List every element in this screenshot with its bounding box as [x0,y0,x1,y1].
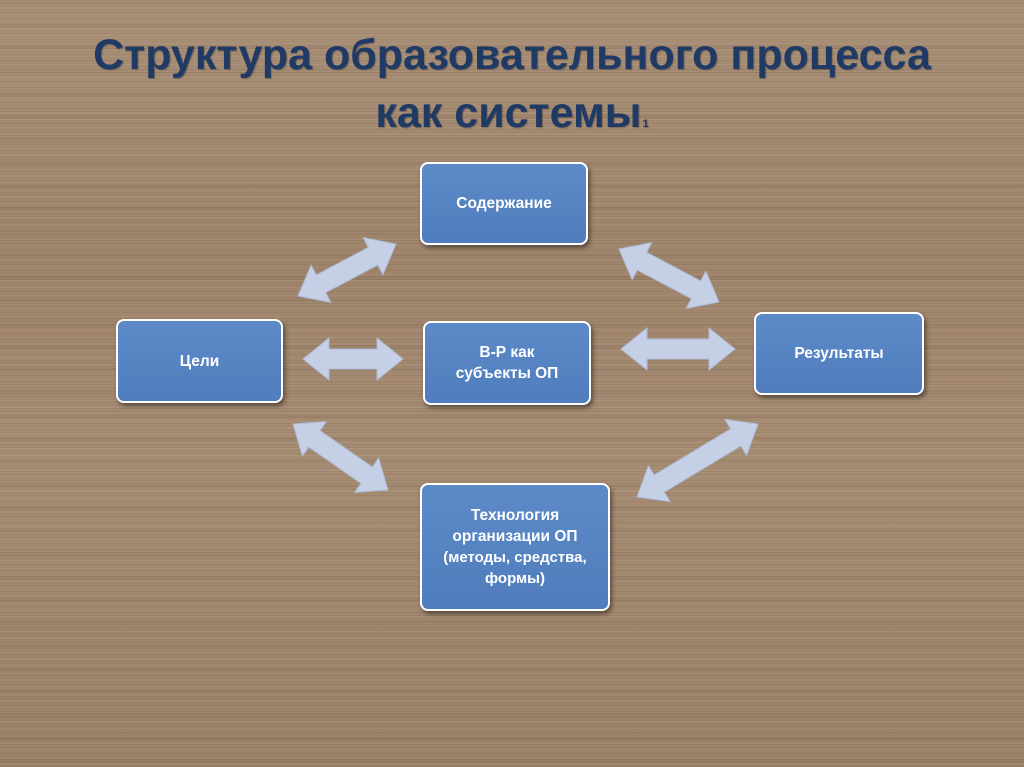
node-technology: Технология организации ОП (методы, средс… [420,483,610,611]
title-line-2-text: как системы [375,89,642,137]
arrow-goals-content [297,236,397,304]
arrow-goals-subjects [302,336,404,382]
node-subjects: В-Р как субъекты ОП [423,321,591,405]
title-line-1: Структура образовательного процесса [93,31,931,79]
title-footnote-marker: 1 [642,118,649,130]
node-subjects-line-2: субъекты ОП [455,365,559,382]
arrow-goals-technology [292,421,389,493]
node-goals-label: Цели [179,352,220,370]
node-technology-line-2: организации ОП [452,528,578,545]
node-technology-line-4: формы) [485,570,545,587]
node-results-label: Результаты [794,345,884,362]
node-results: Результаты [754,312,924,395]
slide-title: Структура образовательного процесса как … [60,26,964,153]
title-line-2: как системы1 [60,84,964,153]
arrow-technology-results [636,418,759,503]
node-content-label: Содержание [456,195,552,212]
node-technology-line-1: Технология [470,507,560,524]
node-technology-line-3: (методы, средства, [443,549,587,566]
arrow-subjects-results [620,326,736,372]
node-subjects-line-1: В-Р как [479,344,535,361]
node-goals: Цели [116,319,283,403]
node-content: Содержание [420,162,588,245]
arrow-content-results [618,241,720,310]
